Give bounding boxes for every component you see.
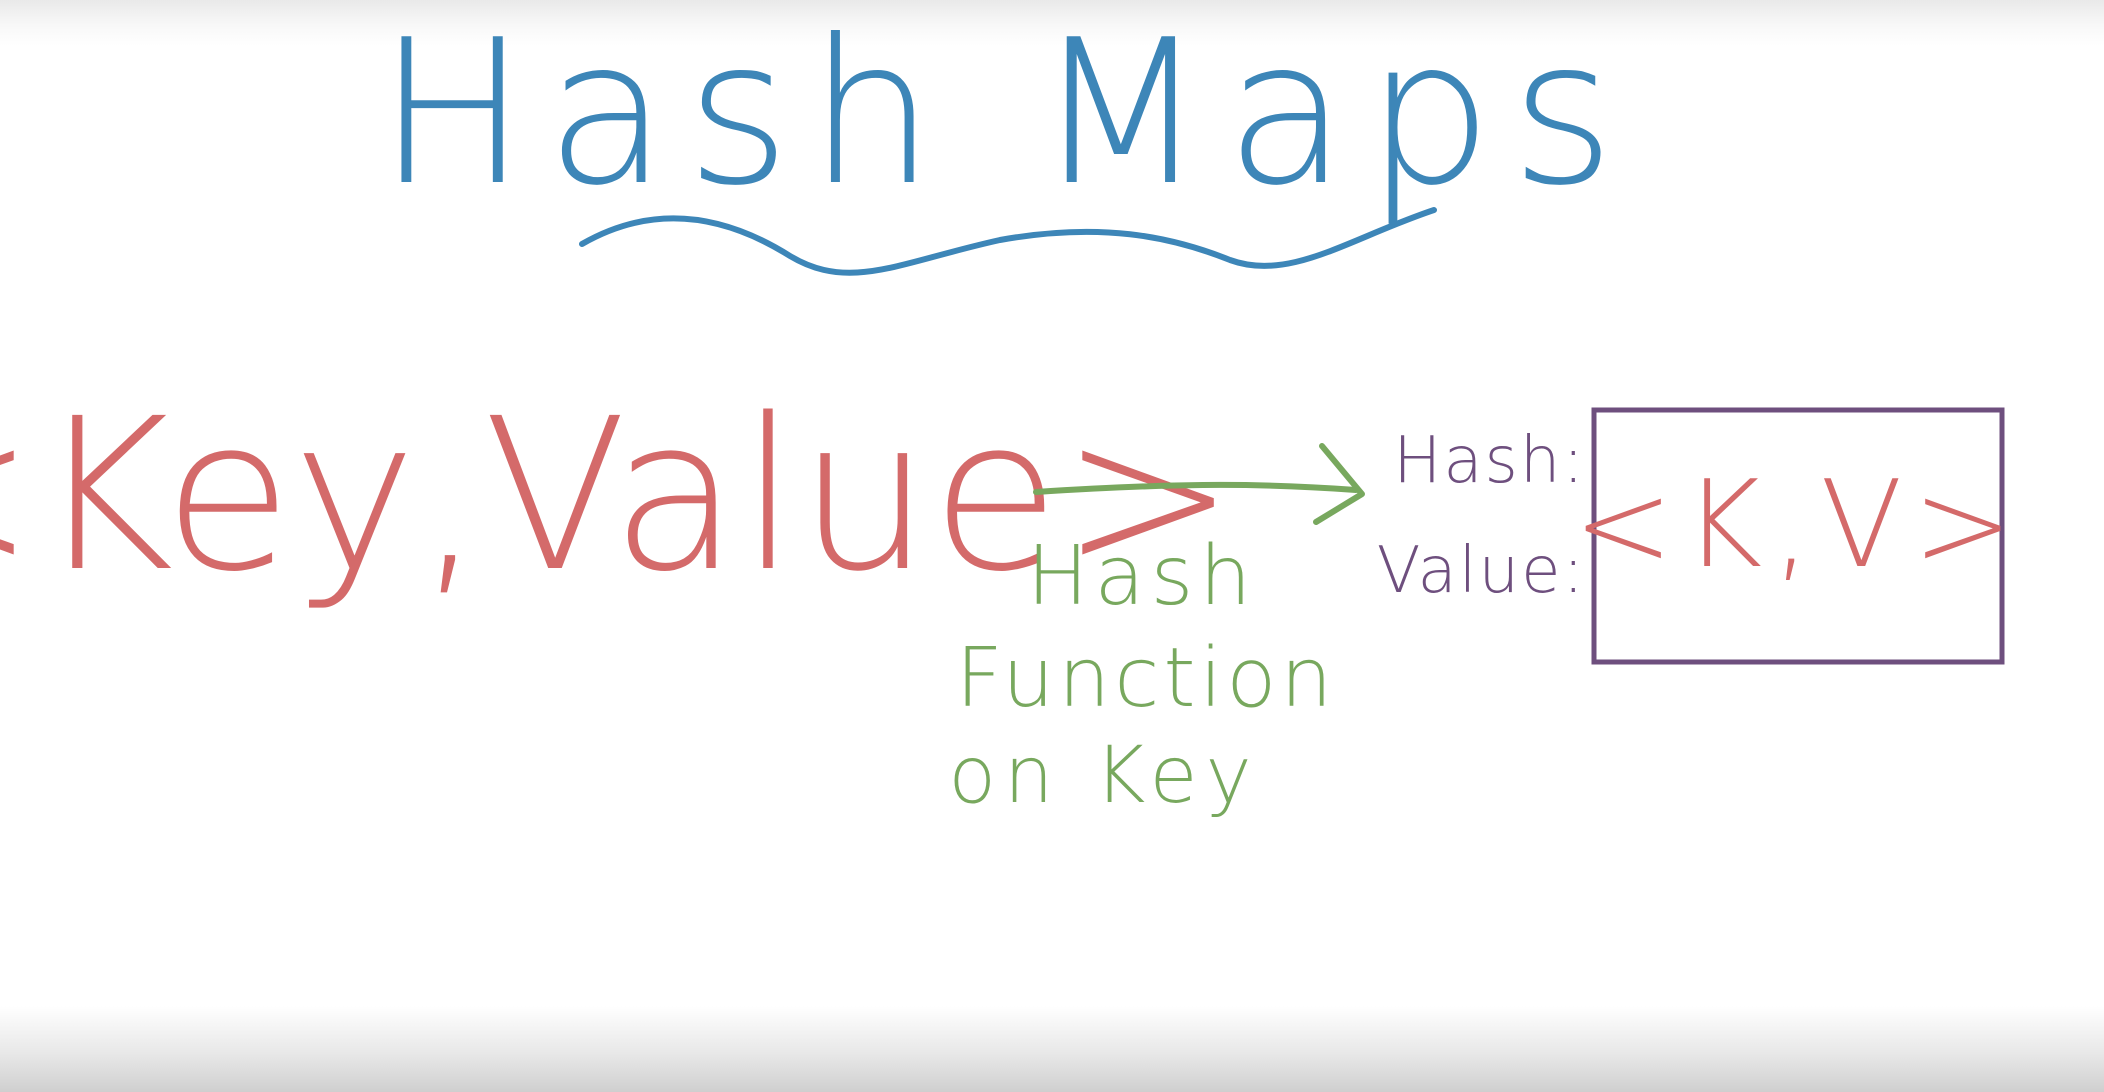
arrow-label-line: Hash bbox=[1027, 529, 1258, 624]
hash-slot-box bbox=[1591, 407, 2005, 665]
arrow-label: Hash Function on Key bbox=[948, 529, 1337, 821]
slot-labels: Hash: Value: bbox=[1377, 424, 1586, 608]
title-underline bbox=[579, 207, 1437, 276]
arrow-head-icon bbox=[1313, 443, 1365, 525]
arrow-label-line: on Key bbox=[948, 731, 1259, 821]
hash-slot-content: <K,V> bbox=[1573, 456, 2023, 595]
key-value-pair: <Key,Value> bbox=[0, 373, 1236, 618]
value-label: Value: bbox=[1377, 534, 1586, 608]
page-title: Hash Maps bbox=[377, 0, 1633, 230]
hash-label: Hash: bbox=[1393, 424, 1586, 498]
arrow-label-line: Function bbox=[956, 631, 1337, 726]
arrow-shaft bbox=[1033, 481, 1359, 495]
hash-function-arrow bbox=[1033, 443, 1365, 525]
